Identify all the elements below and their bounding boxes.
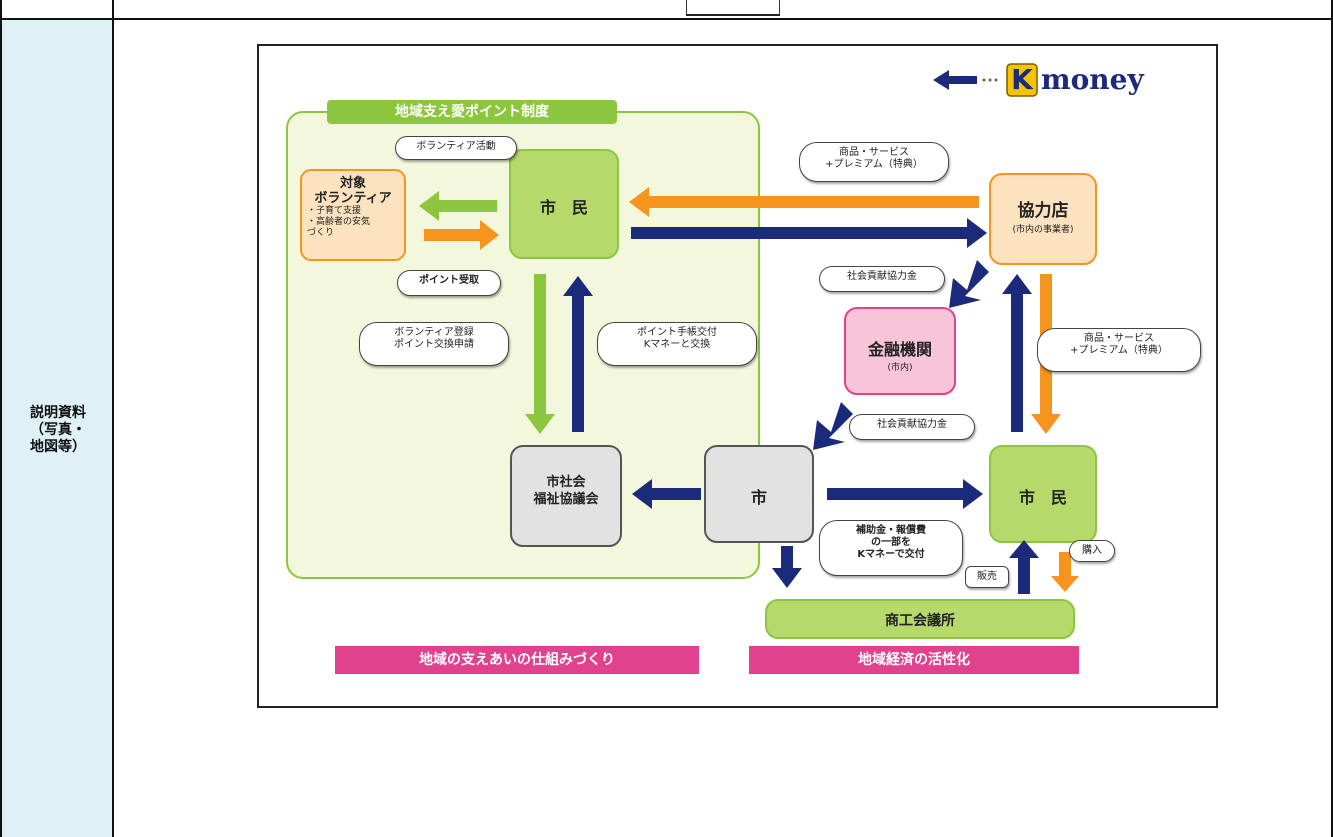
volunteer-title: 対象 ボランティア (314, 176, 392, 206)
bank-sub: (市内) (887, 363, 913, 373)
bubble-subsidy: 補助金・報償費 の一部を Kマネーで交付 (819, 520, 963, 576)
bubble-goods-top: 商品・サービス +プレミアム（特典） (799, 142, 949, 182)
bubble-volunteer-register: ボランティア登録 ポイント交換申請 (359, 322, 509, 366)
arrow-navy-up-head (563, 276, 593, 296)
city-box (704, 445, 814, 543)
brand-money-text: money (1041, 63, 1144, 96)
diagram-graphics (286, 63, 1097, 639)
arrow-green-left-head (419, 191, 439, 221)
arrow-orange-buy-head (1051, 576, 1079, 592)
citizen-bottom-box (989, 445, 1097, 543)
city-label: 市 (750, 488, 767, 507)
bubble-sell: 販売 (965, 566, 1009, 588)
table-top-border (0, 18, 1333, 20)
citizen-top-label: 市 民 (539, 198, 588, 217)
footer-right: 地域経済の活性化 (749, 646, 1079, 674)
top-tab-marker (686, 0, 780, 16)
bubble-volunteer-activity: ボランティア活動 (395, 136, 517, 160)
arrow-navy-up (572, 294, 584, 432)
footer-left: 地域の支えあいの仕組みづくり (335, 646, 699, 674)
arrow-navy-to-store-head (967, 218, 987, 248)
table-left-border (0, 0, 2, 837)
arrow-orange-right (424, 229, 480, 241)
arrow-navy-up-right-head (1002, 274, 1032, 294)
arrow-green-left (439, 200, 497, 212)
arrow-navy-city-chamber (781, 546, 793, 570)
kmoney-diagram: K money 地域支え愛ポイント制度 対象 ボランティア ・子育て支援 ・高齢… (257, 44, 1218, 708)
chamber-box (765, 599, 1075, 639)
store-sub: (市内の事業者) (1012, 225, 1074, 235)
program-tab-bg (327, 100, 617, 124)
citizen-bottom-label: 市 民 (1018, 488, 1067, 507)
arrow-green-down-head (525, 414, 555, 434)
brand-arrow-head (933, 70, 949, 90)
bubble-point-book: ポイント手帳交付 Kマネーと交換 (597, 322, 757, 366)
brand-arrow-shaft (949, 76, 977, 84)
arrow-orange-buy (1059, 552, 1071, 578)
arrow-navy-store-bank (949, 260, 989, 308)
store-box (989, 173, 1097, 265)
bank-title: 金融機関 (867, 340, 932, 359)
welfare-label: 市社会 福祉協議会 (533, 475, 599, 507)
volunteer-box (300, 169, 406, 261)
bubble-social-contribution-1: 社会貢献協力金 (819, 266, 945, 292)
brand-k-letter: K (1011, 63, 1033, 96)
store-title: 協力店 (1017, 201, 1069, 221)
label-cell: 説明資料 （写真・ 地図等） (2, 20, 112, 837)
arrow-navy-city-welfare-head (632, 479, 652, 509)
brand-k-tile (1006, 63, 1038, 97)
program-tab-label: 地域支え愛ポイント制度 (395, 104, 549, 120)
arrow-navy-sell (1018, 556, 1030, 594)
bubble-social-contribution-2: 社会貢献協力金 (849, 414, 975, 440)
arrow-orange-right-head (480, 220, 499, 250)
arrow-navy-bank-city (813, 402, 853, 450)
table-right-border (1331, 0, 1333, 837)
arrow-navy-city-chamber-head (772, 568, 802, 588)
volunteer-sub: ・子育て支援 ・高齢者の安気 づくり (307, 206, 371, 238)
bubble-buy: 購入 (1069, 540, 1115, 562)
arrow-green-down (534, 274, 546, 414)
arrow-orange-goods-head (629, 187, 649, 217)
table-column-divider (112, 0, 114, 837)
arrow-orange-down-head (1031, 414, 1061, 434)
welfare-box (510, 445, 622, 547)
bubble-point-receive: ポイント受取 (397, 270, 501, 296)
bank-box (844, 307, 956, 395)
label-cell-text: 説明資料 （写真・ 地図等） (30, 405, 86, 455)
citizen-top-box (509, 149, 619, 259)
arrow-orange-goods (649, 196, 979, 208)
arrow-navy-city-citizen (827, 488, 965, 500)
bubble-goods-right: 商品・サービス +プレミアム（特典） (1037, 328, 1201, 372)
chamber-label: 商工会議所 (885, 613, 955, 629)
arrow-navy-to-store (631, 227, 969, 239)
arrow-navy-city-citizen-head (963, 479, 983, 509)
arrow-navy-up-right (1011, 292, 1023, 432)
arrow-navy-city-welfare (651, 488, 701, 500)
arrow-navy-sell-head (1009, 540, 1039, 558)
